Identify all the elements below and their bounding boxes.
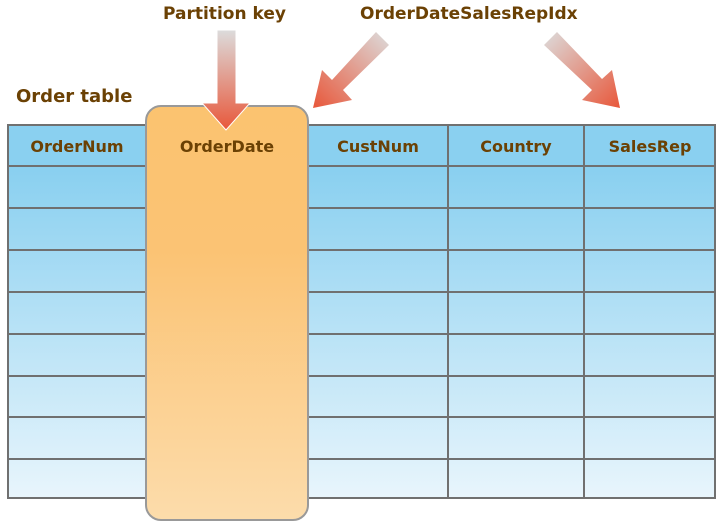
column-header-orderdate: OrderDate [179, 137, 275, 156]
arrow-down-left-icon [313, 32, 389, 108]
index-name-label: OrderDateSalesRepIdx [360, 4, 578, 24]
column-header-country: Country [480, 137, 552, 156]
arrow-down-right-icon [544, 32, 620, 108]
order-table: OrderNum CustNum Country SalesRep [7, 124, 716, 499]
partition-key-label: Partition key [163, 4, 286, 24]
column-header-ordernum: OrderNum [30, 137, 124, 156]
partition-key-column: OrderDate [145, 105, 309, 521]
table-title: Order table [16, 86, 133, 107]
column-header-salesrep: SalesRep [608, 137, 692, 156]
arrow-down-icon [200, 29, 252, 131]
column-header-custnum: CustNum [337, 137, 419, 156]
